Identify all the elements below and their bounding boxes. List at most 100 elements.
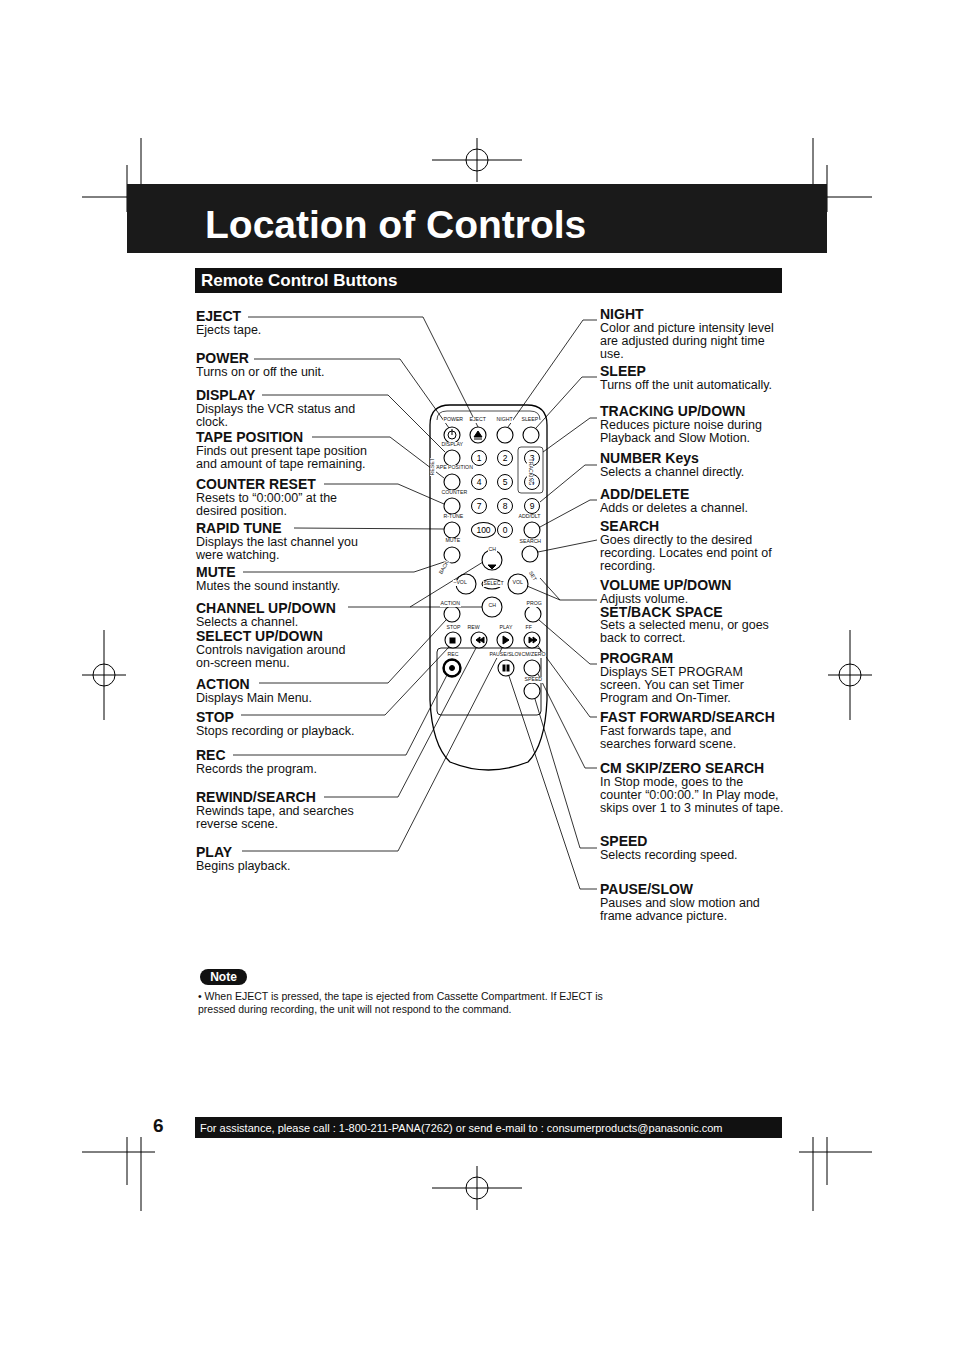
button-label: STOP xyxy=(446,625,461,631)
callout-heading: SLEEP xyxy=(600,364,646,379)
button-label: POWER xyxy=(443,417,464,423)
button-label: CH xyxy=(488,547,497,553)
callout-text: Controls navigation around on-screen men… xyxy=(196,644,366,670)
callout-text: Stops recording or playback. xyxy=(196,725,354,738)
callout-text: Reduces picture noise during Playback an… xyxy=(600,419,780,445)
node-text: 0 xyxy=(503,525,508,535)
callout-heading: VOLUME UP/DOWN xyxy=(600,578,731,593)
callout-heading: PLAY xyxy=(196,845,232,860)
callout-heading: ADD/DELETE xyxy=(600,487,689,502)
button-label: –VOL xyxy=(453,580,467,586)
callout-heading: TRACKING UP/DOWN xyxy=(600,404,745,419)
callout-heading: ACTION xyxy=(196,677,250,692)
button-label: COUNTER xyxy=(441,490,468,496)
button-label: SELECT xyxy=(483,581,504,587)
callout-text: Goes directly to the desired recording. … xyxy=(600,534,785,573)
button-label: CM/ZERO xyxy=(521,652,546,658)
footer-bar: For assistance, please call : 1-800-211-… xyxy=(195,1117,782,1138)
callout-heading: PAUSE/SLOW xyxy=(600,882,693,897)
node-text: 4 xyxy=(477,477,482,487)
callout-text: Displays Main Menu. xyxy=(196,692,312,705)
callout-text: Ejects tape. xyxy=(196,324,261,337)
button-label: VOL xyxy=(512,580,523,586)
number-key: 9 xyxy=(524,498,540,514)
node-text: 1 xyxy=(477,453,482,463)
button-label: SPEED xyxy=(524,677,543,683)
callout-text: Rewinds tape, and searches reverse scene… xyxy=(196,805,371,831)
node-text: 5 xyxy=(503,477,508,487)
callout-text: Resets to “0:00:00” at the desired posit… xyxy=(196,492,366,518)
callout-text: Finds out present tape position and amou… xyxy=(196,445,386,471)
callout-heading: SEARCH xyxy=(600,519,659,534)
number-key: 8 xyxy=(497,498,513,514)
button-label: MUTE xyxy=(445,538,461,544)
callout-heading: EJECT xyxy=(196,309,241,324)
callout-heading: PROGRAM xyxy=(600,651,673,666)
node-text: 8 xyxy=(503,501,508,511)
callout-text: Turns off the unit automatically. xyxy=(600,379,772,392)
callout-text: Sets a selected menu, or goes back to co… xyxy=(600,619,785,645)
callout-heading: SPEED xyxy=(600,834,647,849)
number-key: 7 xyxy=(471,498,487,514)
section-band: Remote Control Buttons xyxy=(195,268,782,293)
callout-text: Turns on or off the unit. xyxy=(196,366,325,379)
node-text: Remote Control Buttons xyxy=(201,271,397,291)
callout-heading: RAPID TUNE xyxy=(196,521,282,536)
button-label: ADD/DLT xyxy=(518,514,541,520)
callout-heading: SELECT UP/DOWN xyxy=(196,629,323,644)
button-label: DISPLAY xyxy=(441,442,464,448)
callout-heading: NIGHT xyxy=(600,307,644,322)
node-text: Note xyxy=(210,970,237,984)
callout-heading: REWIND/SEARCH xyxy=(196,790,316,805)
callout-text: Displays SET PROGRAM screen. You can set… xyxy=(600,666,760,705)
callout-text: In Stop mode, goes to the counter “0:00:… xyxy=(600,776,785,815)
number-key: 1 xyxy=(471,450,487,466)
node-text: 9 xyxy=(530,501,535,511)
button-label: NIGHT xyxy=(496,417,513,423)
page-number: 6 xyxy=(153,1116,164,1137)
page-title: Location of Controls xyxy=(205,204,586,246)
callout-heading: POWER xyxy=(196,351,249,366)
button-label: PAUSE/SLOW xyxy=(489,652,524,658)
button-label: PROG xyxy=(526,601,542,607)
note-text: • When EJECT is pressed, the tape is eje… xyxy=(198,990,608,1016)
button-label: FF xyxy=(525,625,532,631)
number-key: 100 xyxy=(471,522,496,538)
callout-text: Pauses and slow motion and frame advance… xyxy=(600,897,760,923)
callout-heading: REC xyxy=(196,748,226,763)
callout-heading: DISPLAY xyxy=(196,388,255,403)
callout-heading: MUTE xyxy=(196,565,236,580)
callout-heading: TAPE POSITION xyxy=(196,430,303,445)
button-label: PLAY xyxy=(499,625,513,631)
callout-heading: CHANNEL UP/DOWN xyxy=(196,601,336,616)
callout-text: Records the program. xyxy=(196,763,317,776)
button-label: CH xyxy=(488,603,497,609)
callout-heading: COUNTER RESET xyxy=(196,477,316,492)
callout-heading: SET/BACK SPACE xyxy=(600,605,723,620)
button-label: EJECT xyxy=(469,417,486,423)
button-label: TRACKING xyxy=(527,458,533,486)
button-label: RESET xyxy=(430,458,436,476)
number-key: 2 xyxy=(497,450,513,466)
button-label: SLEEP xyxy=(521,417,539,423)
callout-heading: STOP xyxy=(196,710,234,725)
number-key: 5 xyxy=(497,474,513,490)
button-label: ACTION xyxy=(440,601,461,607)
button-label: TAPE POSITION xyxy=(433,465,473,471)
note-badge: Note xyxy=(200,969,247,985)
node-text: 2 xyxy=(503,453,508,463)
callout-text: Selects a channel. xyxy=(196,616,298,629)
callout-text: Mutes the sound instantly. xyxy=(196,580,340,593)
button-label: REW xyxy=(467,625,480,631)
node-text: For assistance, please call : 1-800-211-… xyxy=(200,1122,723,1134)
number-key: 4 xyxy=(471,474,487,490)
callout-text: Displays the VCR status and clock. xyxy=(196,403,371,429)
callout-heading: NUMBER Keys xyxy=(600,451,699,466)
callout-heading: CM SKIP/ZERO SEARCH xyxy=(600,761,764,776)
callout-text: Fast forwards tape, and searches forward… xyxy=(600,725,760,751)
callout-text: Color and picture intensity level are ad… xyxy=(600,322,785,361)
node-text: 100 xyxy=(476,525,490,535)
callout-text: Adds or deletes a channel. xyxy=(600,502,748,515)
button-label: R-TUNE xyxy=(443,514,464,520)
